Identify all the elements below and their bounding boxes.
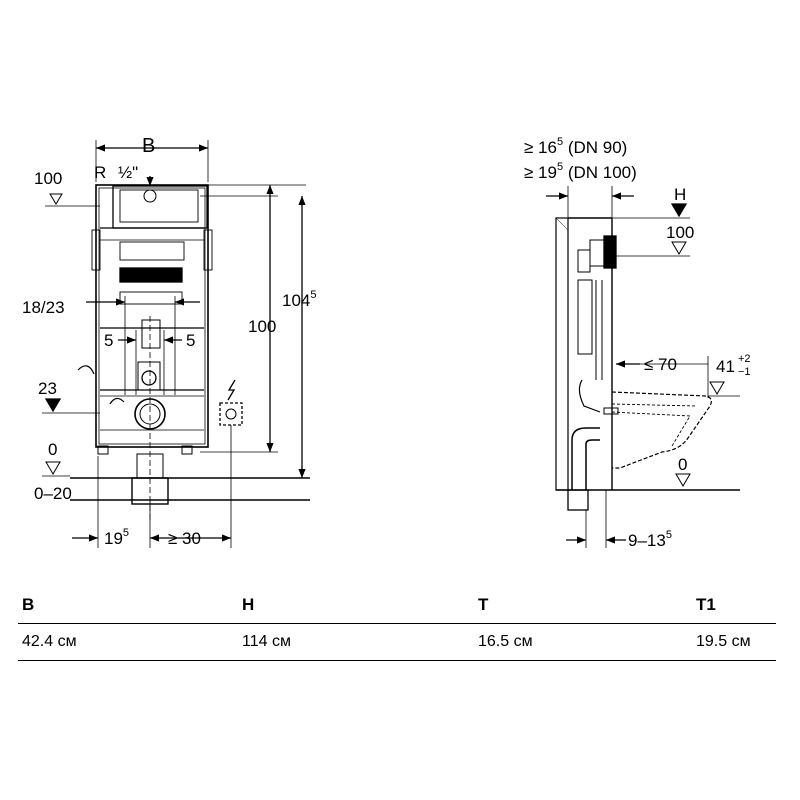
offset-30-label: ≥ 30 <box>168 529 201 548</box>
height-1045-label: 1045 <box>282 289 317 310</box>
wall <box>555 217 569 491</box>
offset-9-13-label: 9–135 <box>628 529 672 550</box>
level-0-label: 0 <box>48 440 57 459</box>
depth-70-label: ≤ 70 <box>644 355 677 374</box>
level-23-label: 23 <box>38 379 57 398</box>
header-t: T <box>478 595 489 614</box>
level-marker-100 <box>49 193 63 205</box>
level-0-side-label: 0 <box>678 455 687 474</box>
spec-table-row: 42.4 см 114 см 16.5 см 19.5 см <box>18 624 776 661</box>
height-h-label: H <box>674 185 686 204</box>
level-marker-100-side <box>671 241 687 255</box>
side-view <box>546 186 740 548</box>
level-marker-0-side <box>675 473 691 487</box>
header-h: H <box>242 595 255 614</box>
drain-bend <box>571 427 600 490</box>
level-marker-23 <box>44 398 62 413</box>
height-100-label: 100 <box>248 317 276 336</box>
spacing-5-right-label: 5 <box>186 331 195 350</box>
pipe-r-label: R <box>94 163 106 182</box>
flush-plate <box>603 235 617 269</box>
offset-195-label: 195 <box>104 527 129 548</box>
header-b: B <box>22 595 35 614</box>
spacing-5-left-label: 5 <box>104 331 113 350</box>
brand-plate <box>119 267 183 283</box>
cistern-side <box>577 279 593 355</box>
spec-table-header: B H T T1 <box>18 585 776 624</box>
valve-box <box>137 361 161 391</box>
spacing-18-23-label: 18/23 <box>22 298 65 317</box>
level-marker-h <box>670 203 688 218</box>
level-marker-41 <box>709 381 725 395</box>
electrical-box <box>219 402 243 426</box>
side-view-labels: ≥ 165 (DN 90) ≥ 195 (DN 100) H 100 ≤ 70 … <box>524 136 751 550</box>
level-marker-0-front <box>45 461 61 475</box>
front-view-labels: B R ½" 100 1045 100 18/23 5 5 23 0 0–20 … <box>22 135 317 548</box>
value-t: 16.5 см <box>478 633 533 650</box>
electric-icon <box>227 379 236 401</box>
value-h: 114 см <box>242 633 291 650</box>
depth-dn90-label: ≥ 165 (DN 90) <box>524 136 627 157</box>
depth-dn100-label: ≥ 195 (DN 100) <box>524 161 637 182</box>
level-100-label: 100 <box>34 169 62 188</box>
header-t1: T1 <box>696 595 716 614</box>
value-t1: 19.5 см <box>696 633 751 650</box>
width-label: B <box>142 135 155 157</box>
valve <box>141 370 157 386</box>
spec-table: B H T T1 42.4 см 114 см 16.5 см 19.5 см <box>18 585 776 661</box>
front-view <box>42 140 310 548</box>
cistern-body <box>119 241 185 261</box>
pipe-size-label: ½" <box>118 163 138 182</box>
installation-drawing: B R ½" 100 1045 100 18/23 5 5 23 0 0–20 … <box>22 135 751 550</box>
level-100-side-label: 100 <box>666 223 694 242</box>
floor-range-label: 0–20 <box>34 484 72 503</box>
water-supply-fitting <box>143 189 157 203</box>
value-b: 42.4 см <box>22 633 77 650</box>
toilet-bowl <box>611 391 712 469</box>
level-41-label: 41+2−1 <box>716 353 751 378</box>
